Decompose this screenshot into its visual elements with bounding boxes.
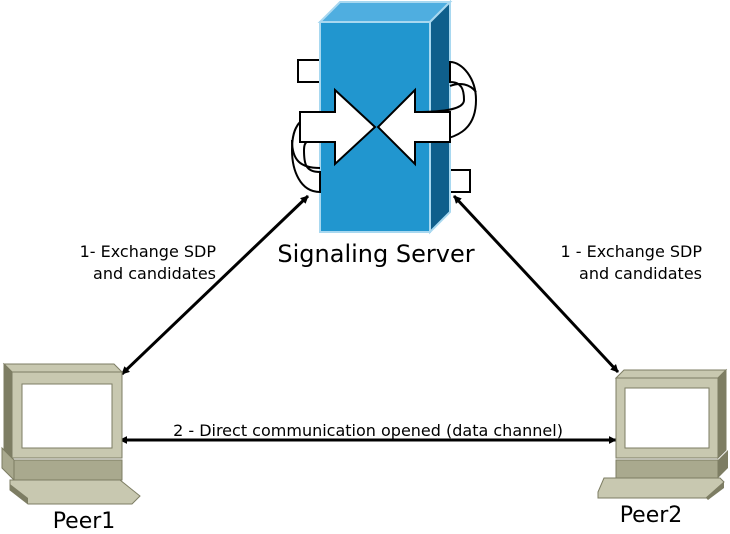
edge-line bbox=[120, 194, 310, 376]
desktop-computer-icon bbox=[597, 368, 728, 500]
peer-label: Peer1 bbox=[53, 509, 116, 534]
edge-label-line1: 1- Exchange SDP bbox=[80, 242, 217, 261]
peer-label: Peer2 bbox=[620, 503, 683, 528]
desktop-computer-icon bbox=[1, 362, 141, 505]
edge-peer1-peer2: 2 - Direct communication opened (data ch… bbox=[119, 421, 617, 444]
edge-label: 2 - Direct communication opened (data ch… bbox=[173, 421, 563, 440]
edge-server-peer2: 1 - Exchange SDP and candidates bbox=[452, 194, 702, 374]
edge-label-line1: 1 - Exchange SDP bbox=[560, 242, 702, 261]
edge-server-peer1: 1- Exchange SDP and candidates bbox=[80, 194, 310, 376]
edge-line bbox=[452, 194, 620, 374]
router-switch-icon bbox=[290, 0, 478, 235]
signaling-server-node: Signaling Server bbox=[277, 0, 478, 268]
peer1-node: Peer1 bbox=[1, 362, 141, 534]
peer2-node: Peer2 bbox=[597, 368, 728, 528]
server-label: Signaling Server bbox=[277, 240, 474, 268]
edge-label-line2: and candidates bbox=[579, 264, 702, 283]
edge-label-line2: and candidates bbox=[93, 264, 216, 283]
